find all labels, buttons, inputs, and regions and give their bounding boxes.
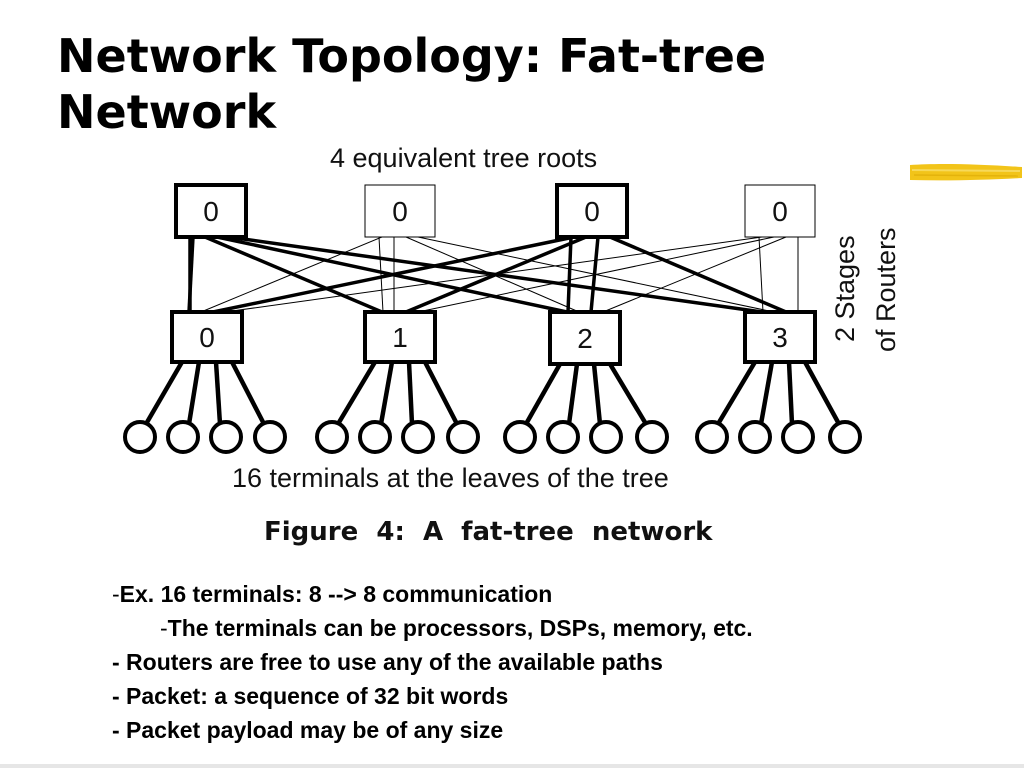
bullet-text: Ex. 16 terminals: 8 --> 8 communication [119,581,553,607]
terminal-node [253,420,287,454]
terminal-link [524,362,562,426]
bullet-text: The terminals can be processors, DSPs, m… [167,615,753,641]
terminal-node [635,420,669,454]
terminal-node [828,420,862,454]
bullet-item-example: -Ex. 16 terminals: 8 --> 8 communication [112,577,992,611]
leaf-router-3-box [743,310,817,364]
leaf-router-0-label: 0 [199,322,215,353]
leaf-router-3: 3 [743,310,817,364]
slide-bottom-rule [0,764,1024,768]
terminal-node [546,420,580,454]
root-leaf-vertical-link [566,236,573,313]
terminal-link [378,361,395,425]
stages-caption: 2 Stages of Routers [830,227,901,352]
root-leaf-link [212,235,575,314]
root-leaf-link [224,236,763,313]
root-router-1: 0 [174,183,248,239]
root-router-3-label: 0 [584,196,600,227]
bullet-item-terminal-types: -The terminals can be processors, DSPs, … [112,611,992,645]
terminal-link [336,360,377,426]
root-router-2-label: 0 [392,196,408,227]
terminal-node [166,420,200,454]
bullet-text: - Packet: a sequence of 32 bit words [112,683,509,709]
leaf-router-3-label: 3 [772,322,788,353]
root-router-3: 0 [555,183,629,239]
terminal-node [358,420,392,454]
root-router-1-box [174,183,248,239]
bullet-item-packet: - Packet: a sequence of 32 bit words [112,679,992,713]
root-leaf-link [200,236,383,313]
terminal-node [738,420,772,454]
terminal-link [144,360,184,426]
slide-title: Network Topology: Fat-tree Network [57,28,957,140]
terminal-node [781,420,815,454]
leaf-router-2-label: 2 [577,323,593,354]
stages-caption-line-2: of Routers [871,227,901,352]
root-router-4: 0 [744,184,816,238]
stages-caption-line-1: 2 Stages [830,235,860,342]
root-leaf-link [602,236,787,313]
terminal-link [566,363,580,425]
leaf-router-group: 0 1 2 3 [170,310,817,366]
leaf-router-1-label: 1 [392,322,408,353]
bullet-dash: - [160,615,168,641]
root-router-2: 0 [364,184,436,238]
terminal-node [589,420,623,454]
root-router-4-label: 0 [772,196,788,227]
root-leaf-vertical-link [378,236,384,313]
terminal-node [695,420,729,454]
root-router-group: 0 0 0 0 [174,183,816,239]
leaf-router-2: 2 [548,310,622,366]
leaf-router-1: 1 [363,310,437,364]
slide-title-line-1: Network Topology: Fat-tree [57,29,767,83]
figure-caption: Figure 4: A fat-tree network [264,517,713,547]
leaf-router-0: 0 [170,310,244,364]
bullet-text: - Packet payload may be of any size [112,717,504,743]
terminal-node [401,420,435,454]
terminal-link [591,363,603,425]
root-leaf-link [204,235,383,314]
bullet-dash: - [112,581,120,607]
root-leaf-vertical-link [758,236,764,313]
root-leaf-link [417,236,775,313]
roots-caption: 4 equivalent tree roots [330,143,597,173]
terminal-link-group [144,360,841,426]
leaf-router-1-box [363,310,437,364]
terminal-node [209,420,243,454]
bullet-item-payload: - Packet payload may be of any size [112,713,992,747]
terminal-link [186,361,202,425]
root-router-1-label: 0 [203,196,219,227]
terminal-link [213,361,223,425]
root-leaf-link [609,235,787,314]
slide-title-line-2: Network [57,85,277,139]
bullet-list: -Ex. 16 terminals: 8 --> 8 communication… [112,577,992,747]
terminal-link [230,360,266,426]
terminal-node [446,420,480,454]
terminal-link [608,362,648,426]
root-router-4-box [744,184,816,238]
bullet-text: - Routers are free to use any of the ava… [112,649,663,675]
root-router-2-box [364,184,436,238]
leaf-router-2-box [548,310,622,366]
terminal-link [423,360,459,426]
terminal-node [123,420,157,454]
terminal-link [786,361,795,425]
terminal-link [716,360,757,426]
root-link-group [187,235,799,314]
terminal-node [315,420,349,454]
terminals-caption: 16 terminals at the leaves of the tree [232,463,669,493]
terminal-group [123,420,862,454]
terminal-node [503,420,537,454]
bullet-item-routing: - Routers are free to use any of the ava… [112,645,992,679]
root-router-3-box [555,183,629,239]
terminal-link [406,361,415,425]
terminal-link [803,360,841,426]
highlighter-accent-stroke [910,163,1022,181]
leaf-router-0-box [170,310,244,364]
terminal-link [758,361,775,425]
